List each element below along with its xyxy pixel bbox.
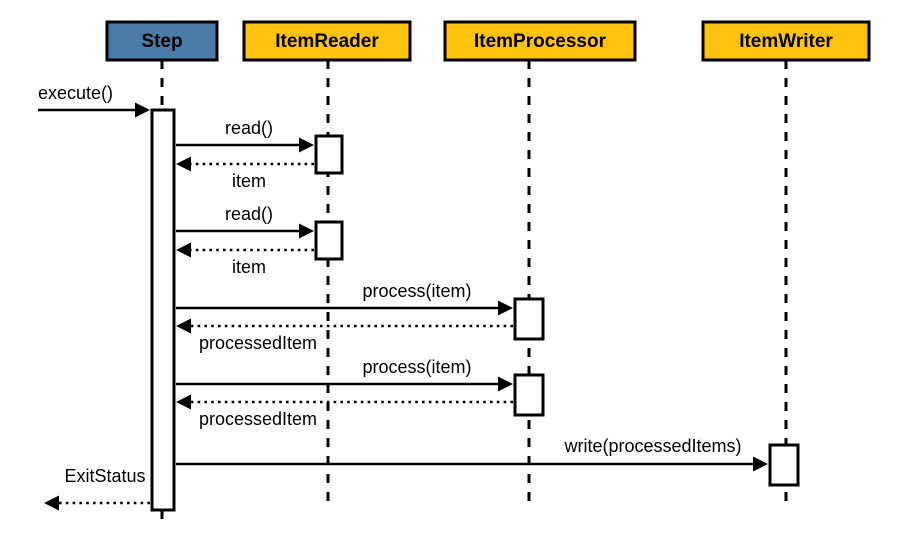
participant-box-step (105, 20, 219, 62)
message-write[interactable]: write(processedItems) (176, 436, 768, 472)
message-arrowhead (44, 495, 59, 511)
message-execute[interactable]: execute() (38, 83, 150, 118)
participant-boxes-layer: Step ItemReader ItemProcessor ItemWriter (105, 20, 871, 62)
message-label: processedItem (199, 409, 317, 429)
activation-bar-step (150, 108, 176, 512)
message-arrowhead (135, 102, 150, 118)
message-label: write(processedItems) (563, 436, 741, 456)
message-item-2[interactable]: item (176, 242, 314, 278)
activation-bar-itemprocessor (513, 297, 545, 341)
message-arrowhead (176, 394, 191, 410)
message-arrowhead (299, 137, 314, 153)
message-label: processedItem (199, 333, 317, 353)
message-arrowhead (498, 300, 513, 316)
message-process-2[interactable]: process(item) (176, 357, 513, 392)
participant-box-itemreader (242, 20, 412, 62)
message-arrowhead (176, 318, 191, 334)
message-label: process(item) (362, 357, 471, 377)
participant-itemprocessor[interactable]: ItemProcessor (443, 20, 637, 62)
activations-layer (150, 108, 800, 512)
message-processeditem-2[interactable]: processedItem (176, 394, 513, 430)
participant-step[interactable]: Step (105, 20, 219, 62)
activation-bar-itemreader (314, 134, 344, 175)
message-processeditem-1[interactable]: processedItem (176, 318, 513, 354)
message-label: item (232, 257, 266, 277)
participant-label-itemwriter: ItemWriter (739, 31, 833, 52)
message-label: item (232, 171, 266, 191)
participant-label-itemreader: ItemReader (275, 31, 379, 52)
message-arrowhead (498, 376, 513, 392)
message-arrowhead (176, 156, 191, 172)
message-label: read() (225, 118, 273, 138)
activation-bar-itemwriter (768, 443, 800, 487)
message-label: ExitStatus (64, 466, 145, 486)
message-read-1[interactable]: read() (176, 118, 314, 153)
message-label: process(item) (362, 281, 471, 301)
message-label: read() (225, 204, 273, 224)
messages-layer: execute() read() item read() item process(ite… (38, 83, 768, 511)
participant-itemwriter[interactable]: ItemWriter (701, 20, 871, 62)
activation-bar-itemreader (314, 220, 344, 261)
message-read-2[interactable]: read() (176, 204, 314, 239)
participant-box-itemwriter (701, 20, 871, 62)
participant-label-itemprocessor: ItemProcessor (474, 31, 607, 52)
participant-box-itemprocessor (443, 20, 637, 62)
message-item-1[interactable]: item (176, 156, 314, 192)
message-label: execute() (38, 83, 113, 103)
participant-itemreader[interactable]: ItemReader (242, 20, 412, 62)
message-arrowhead (299, 223, 314, 239)
activation-bar-itemprocessor (513, 373, 545, 417)
message-arrowhead (753, 456, 768, 472)
participant-label-step: Step (141, 31, 182, 52)
message-arrowhead (176, 242, 191, 258)
message-process-1[interactable]: process(item) (176, 281, 513, 316)
message-exitstatus[interactable]: ExitStatus (44, 466, 150, 511)
